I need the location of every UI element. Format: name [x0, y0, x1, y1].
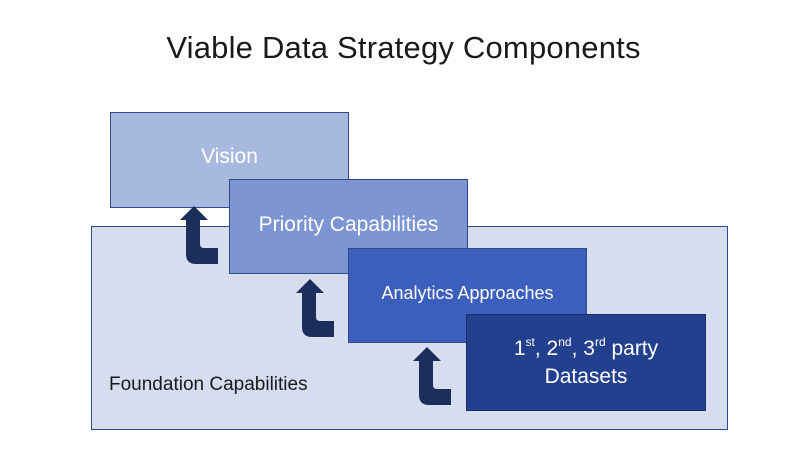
analytics-approaches-label: Analytics Approaches	[381, 283, 554, 303]
vision-label: Vision	[201, 145, 258, 168]
diagram-title: Viable Data Strategy Components	[166, 30, 641, 65]
curved-up-arrow-icon	[296, 279, 334, 337]
datasets-label-line2: Datasets	[544, 364, 628, 388]
curved-up-arrow-icon	[413, 347, 451, 405]
foundation-capabilities-label: Foundation Capabilities	[109, 374, 308, 395]
curved-up-arrow-icon	[180, 206, 218, 264]
datasets-label-line1: 1st, 2nd, 3rd party	[513, 334, 659, 360]
priority-capabilities-label: Priority Capabilities	[258, 212, 439, 236]
datasets-box: 1st, 2nd, 3rd party Datasets	[466, 314, 706, 411]
